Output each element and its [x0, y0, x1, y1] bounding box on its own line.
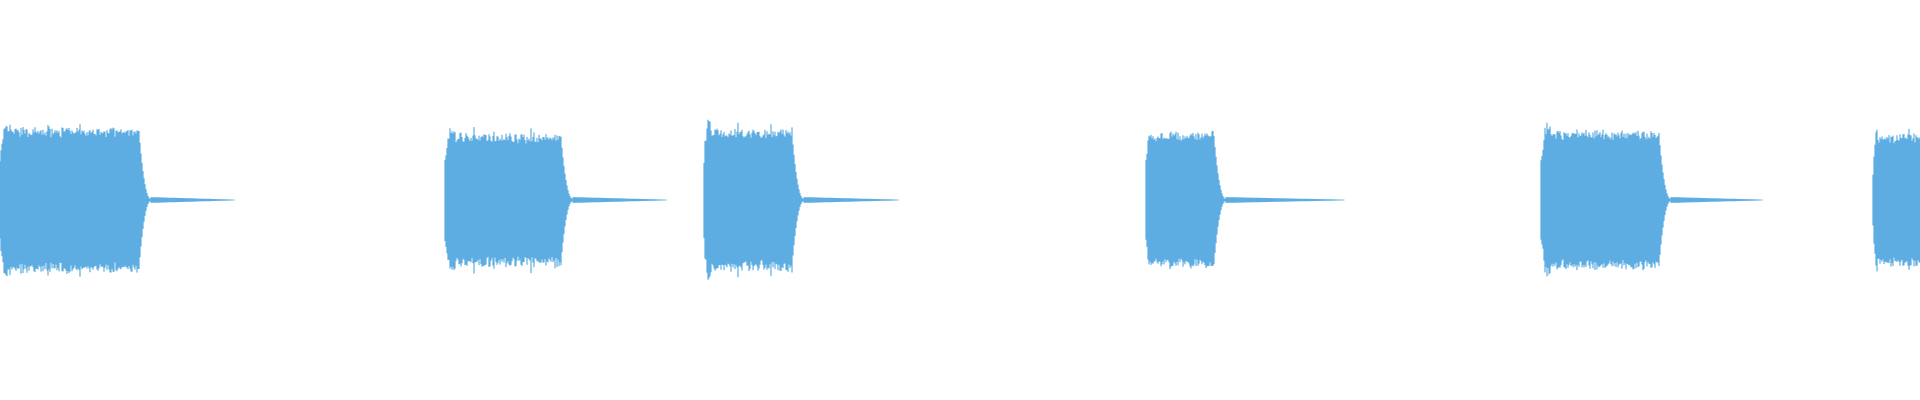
burst-body — [703, 119, 804, 280]
burst-tail — [1225, 197, 1345, 203]
waveform-burst — [444, 127, 667, 274]
burst-body — [1145, 131, 1226, 270]
burst-body — [1540, 122, 1671, 277]
waveform-burst — [1145, 131, 1345, 270]
burst-tail — [572, 197, 667, 203]
burst-tail — [150, 197, 235, 203]
burst-body — [444, 127, 573, 274]
waveform-burst — [1872, 128, 1920, 272]
waveform-burst — [703, 119, 899, 280]
waveform-burst — [1540, 122, 1763, 277]
burst-body — [0, 124, 151, 277]
burst-body — [1872, 128, 1920, 272]
burst-tail — [803, 197, 899, 203]
waveform-burst — [0, 124, 235, 277]
burst-tail — [1670, 197, 1763, 203]
